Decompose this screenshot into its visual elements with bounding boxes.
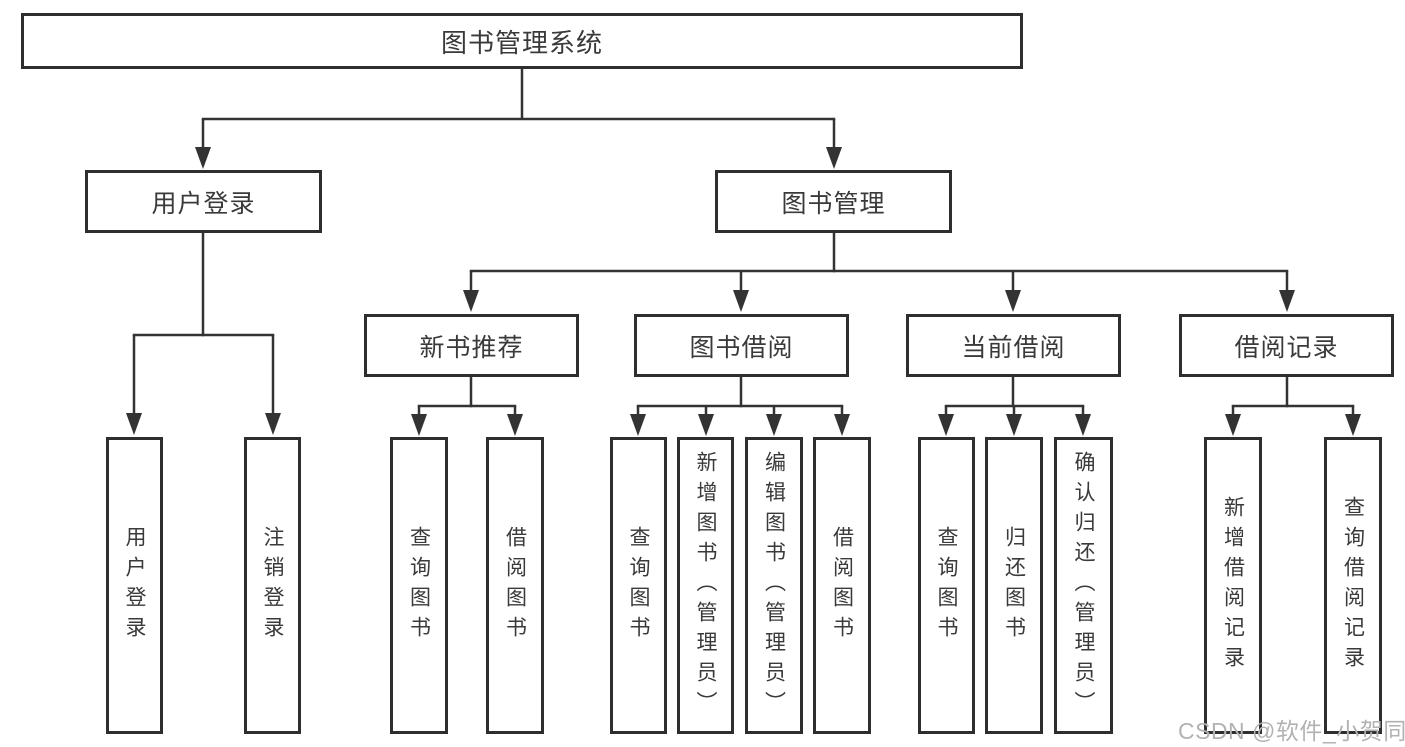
leaf-current-query-book: 查询图书 — [918, 437, 975, 734]
node-new-book-recommendation-label: 新书推荐 — [419, 333, 524, 362]
node-book-borrowing: 图书借阅 — [634, 314, 849, 377]
leaf-current-query-book-label: 查询图书 — [935, 525, 958, 646]
leaf-records-add-record-label: 新增借阅记录 — [1221, 495, 1245, 676]
leaf-borrow-edit-book-admin-label: 编辑图书（管理员） — [762, 450, 786, 721]
node-borrowing-records: 借阅记录 — [1179, 314, 1394, 377]
leaf-current-return-book: 归还图书 — [985, 437, 1043, 734]
node-book-management: 图书管理 — [715, 170, 952, 233]
node-root: 图书管理系统 — [21, 13, 1023, 69]
node-root-label: 图书管理系统 — [440, 27, 603, 58]
leaf-borrow-add-book-admin: 新增图书（管理员） — [677, 437, 734, 734]
leaf-current-confirm-return-admin: 确认归还（管理员） — [1054, 437, 1113, 734]
leaf-recommend-borrow-book: 借阅图书 — [486, 437, 544, 734]
arrowhead — [698, 414, 714, 436]
node-new-book-recommendation: 新书推荐 — [364, 314, 579, 377]
connector-book-management-children — [463, 233, 1295, 312]
leaf-records-add-record: 新增借阅记录 — [1204, 437, 1262, 734]
arrowhead — [1006, 414, 1022, 436]
arrowhead — [1075, 414, 1091, 436]
arrowhead — [463, 290, 479, 312]
node-user-login-label: 用户登录 — [151, 189, 256, 218]
leaf-recommend-query-book: 查询图书 — [390, 437, 448, 734]
leaf-borrow-edit-book-admin: 编辑图书（管理员） — [745, 437, 803, 734]
leaf-user-login-label: 用户登录 — [123, 525, 146, 646]
leaf-logout: 注销登录 — [244, 437, 301, 734]
node-borrowing-records-label: 借阅记录 — [1234, 333, 1339, 362]
arrowhead — [265, 413, 281, 435]
arrowhead — [195, 147, 211, 169]
arrowhead — [766, 414, 782, 436]
arrowhead — [1005, 290, 1021, 312]
leaf-records-query-record: 查询借阅记录 — [1324, 437, 1382, 734]
arrowhead — [826, 147, 842, 169]
leaf-borrow-query-book-label: 查询图书 — [627, 525, 650, 646]
arrowhead — [630, 414, 646, 436]
connector-user-login-children — [126, 233, 281, 435]
node-current-borrowing-label: 当前借阅 — [961, 333, 1066, 362]
leaf-recommend-query-book-label: 查询图书 — [407, 525, 431, 646]
node-current-borrowing: 当前借阅 — [906, 314, 1121, 377]
connector-book-borrowing-children — [630, 377, 850, 436]
leaf-logout-label: 注销登录 — [261, 525, 284, 646]
leaf-current-return-book-label: 归还图书 — [1002, 525, 1026, 646]
leaf-borrow-query-book: 查询图书 — [610, 437, 667, 734]
connector-borrowing-records-children — [1225, 377, 1361, 436]
connector-new-book-recommendation-children — [411, 377, 523, 436]
node-user-login: 用户登录 — [85, 170, 322, 233]
arrowhead — [938, 414, 954, 436]
connector-root-to-level2 — [195, 68, 842, 169]
arrowhead — [1279, 290, 1295, 312]
arrowhead — [834, 414, 850, 436]
csdn-watermark: CSDN @软件_小贺同学 — [1178, 718, 1405, 744]
leaf-recommend-borrow-book-label: 借阅图书 — [503, 525, 527, 646]
node-book-borrowing-label: 图书借阅 — [689, 333, 794, 362]
arrowhead — [126, 413, 142, 435]
leaf-current-confirm-return-admin-label: 确认归还（管理员） — [1072, 450, 1095, 721]
arrowhead — [507, 414, 523, 436]
arrowhead — [733, 290, 749, 312]
arrowhead — [1225, 414, 1241, 436]
arrowhead — [411, 414, 427, 436]
leaf-user-login: 用户登录 — [106, 437, 163, 734]
leaf-records-query-record-label: 查询借阅记录 — [1341, 495, 1365, 676]
connector-current-borrowing-children — [938, 377, 1091, 436]
arrowhead — [1345, 414, 1361, 436]
leaf-borrow-add-book-admin-label: 新增图书（管理员） — [694, 450, 717, 721]
leaf-borrow-borrow-book-label: 借阅图书 — [830, 525, 854, 646]
node-book-management-label: 图书管理 — [781, 189, 886, 218]
leaf-borrow-borrow-book: 借阅图书 — [813, 437, 871, 734]
